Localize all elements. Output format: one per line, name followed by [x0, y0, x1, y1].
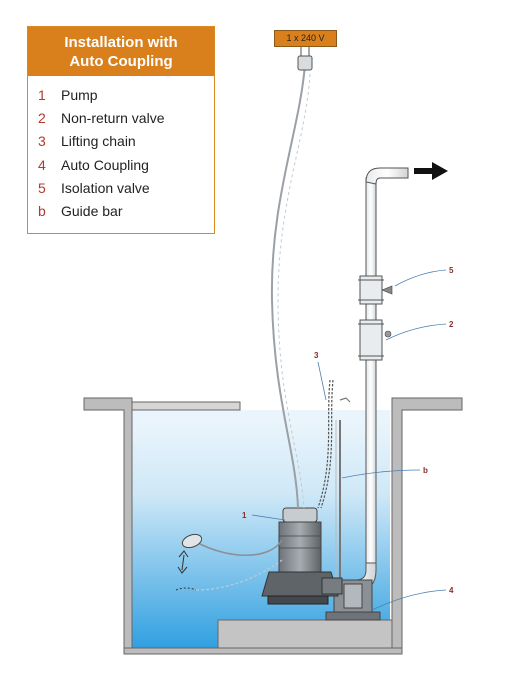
callout-pump: 1: [242, 511, 247, 520]
legend-item-non-return-valve: 2 Non-return valve: [38, 107, 214, 130]
legend-title-line1: Installation with: [64, 34, 178, 51]
legend-item-number: 5: [38, 179, 46, 196]
legend-item-label: Non-return valve: [61, 110, 165, 127]
flow-direction-arrow: [414, 162, 448, 180]
float-switch: [175, 533, 283, 591]
power-plug-icon: [297, 47, 313, 71]
legend-item-auto-coupling: 4 Auto Coupling: [38, 154, 214, 177]
legend-item-lifting-chain: 3 Lifting chain: [38, 130, 214, 153]
power-supply-label: 1 x 240 V: [274, 30, 337, 47]
legend-list: 1 Pump 2 Non-return valve 3 Lifting chain 4…: [28, 76, 214, 223]
legend-title-line2: Auto Coupling: [69, 53, 173, 70]
legend-item-number: 2: [38, 110, 46, 127]
water-upper-left: [124, 410, 390, 420]
callout-non-return-valve: 2: [449, 320, 454, 329]
legend-item-guide-bar: b Guide bar: [38, 200, 214, 223]
lifting-chain: [317, 379, 351, 509]
callout-lifting-chain: 3: [314, 351, 319, 360]
callout-auto-coupling: 4: [449, 586, 454, 595]
legend-item-number: 1: [38, 87, 46, 103]
legend-item-label: Isolation valve: [61, 179, 150, 196]
legend-title: Installation with Auto Coupling: [28, 27, 214, 76]
legend-item-number: b: [38, 203, 46, 220]
pump: [261, 507, 343, 605]
legend-item-label: Guide bar: [61, 203, 123, 220]
callout-leaders: [251, 269, 447, 611]
callout-isolation-valve: 5: [449, 266, 454, 275]
legend-item-number: 4: [38, 156, 46, 173]
legend-item-label: Lifting chain: [61, 133, 136, 150]
legend-item-label: Pump: [61, 87, 98, 103]
legend-item-label: Auto Coupling: [61, 156, 149, 173]
power-cable: [270, 63, 306, 509]
auto-coupling: [325, 579, 381, 621]
legend-item-pump: 1 Pump: [38, 84, 214, 107]
non-return-valve: [359, 319, 383, 361]
legend-item-isolation-valve: 5 Isolation valve: [38, 177, 214, 200]
sump-pit-walls: [83, 397, 463, 655]
legend-item-number: 3: [38, 133, 46, 150]
callout-guide-bar: b: [423, 466, 428, 475]
